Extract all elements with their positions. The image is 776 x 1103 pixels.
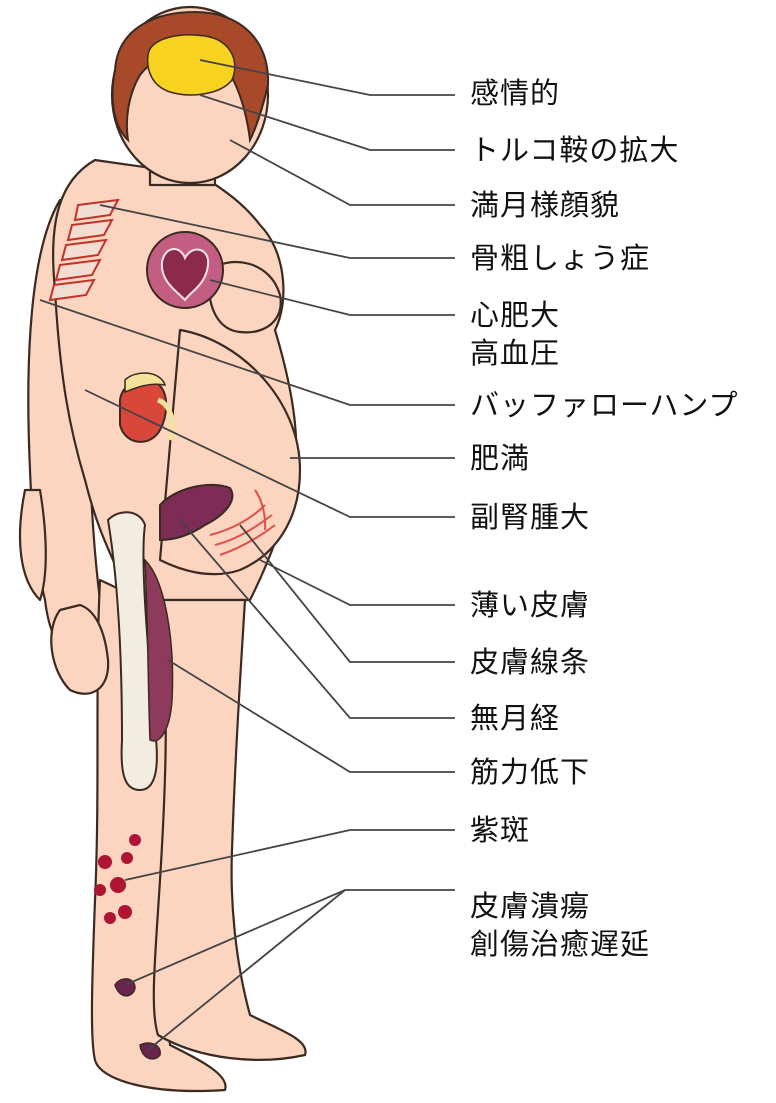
label-sella-enlargement: トルコ鞍の拡大	[470, 131, 679, 169]
label-emotional: 感情的	[470, 74, 560, 112]
label-cardiomegaly: 心肥大	[470, 296, 560, 334]
label-purpura: 紫斑	[470, 811, 530, 849]
label-osteoporosis: 骨粗しょう症	[470, 239, 650, 277]
label-skin-ulcer: 皮膚潰瘍	[470, 887, 650, 925]
label-amenorrhea: 無月経	[470, 699, 560, 737]
label-thin-skin: 薄い皮膚	[470, 586, 590, 624]
label-buffalo-hump: バッファローハンプ	[470, 386, 739, 424]
heart-organ	[147, 232, 223, 308]
label-obesity: 肥満	[470, 439, 530, 477]
label-muscle-weakness: 筋力低下	[470, 753, 590, 791]
body-illustration	[20, 7, 306, 1091]
label-delayed-healing: 創傷治癒遅延	[470, 925, 650, 963]
label-hypertension: 高血圧	[470, 334, 560, 372]
label-striae: 皮膚線条	[470, 643, 590, 681]
label-moon-face: 満月様顔貌	[470, 186, 620, 224]
label-adrenal-enlargement: 副腎腫大	[470, 498, 590, 536]
